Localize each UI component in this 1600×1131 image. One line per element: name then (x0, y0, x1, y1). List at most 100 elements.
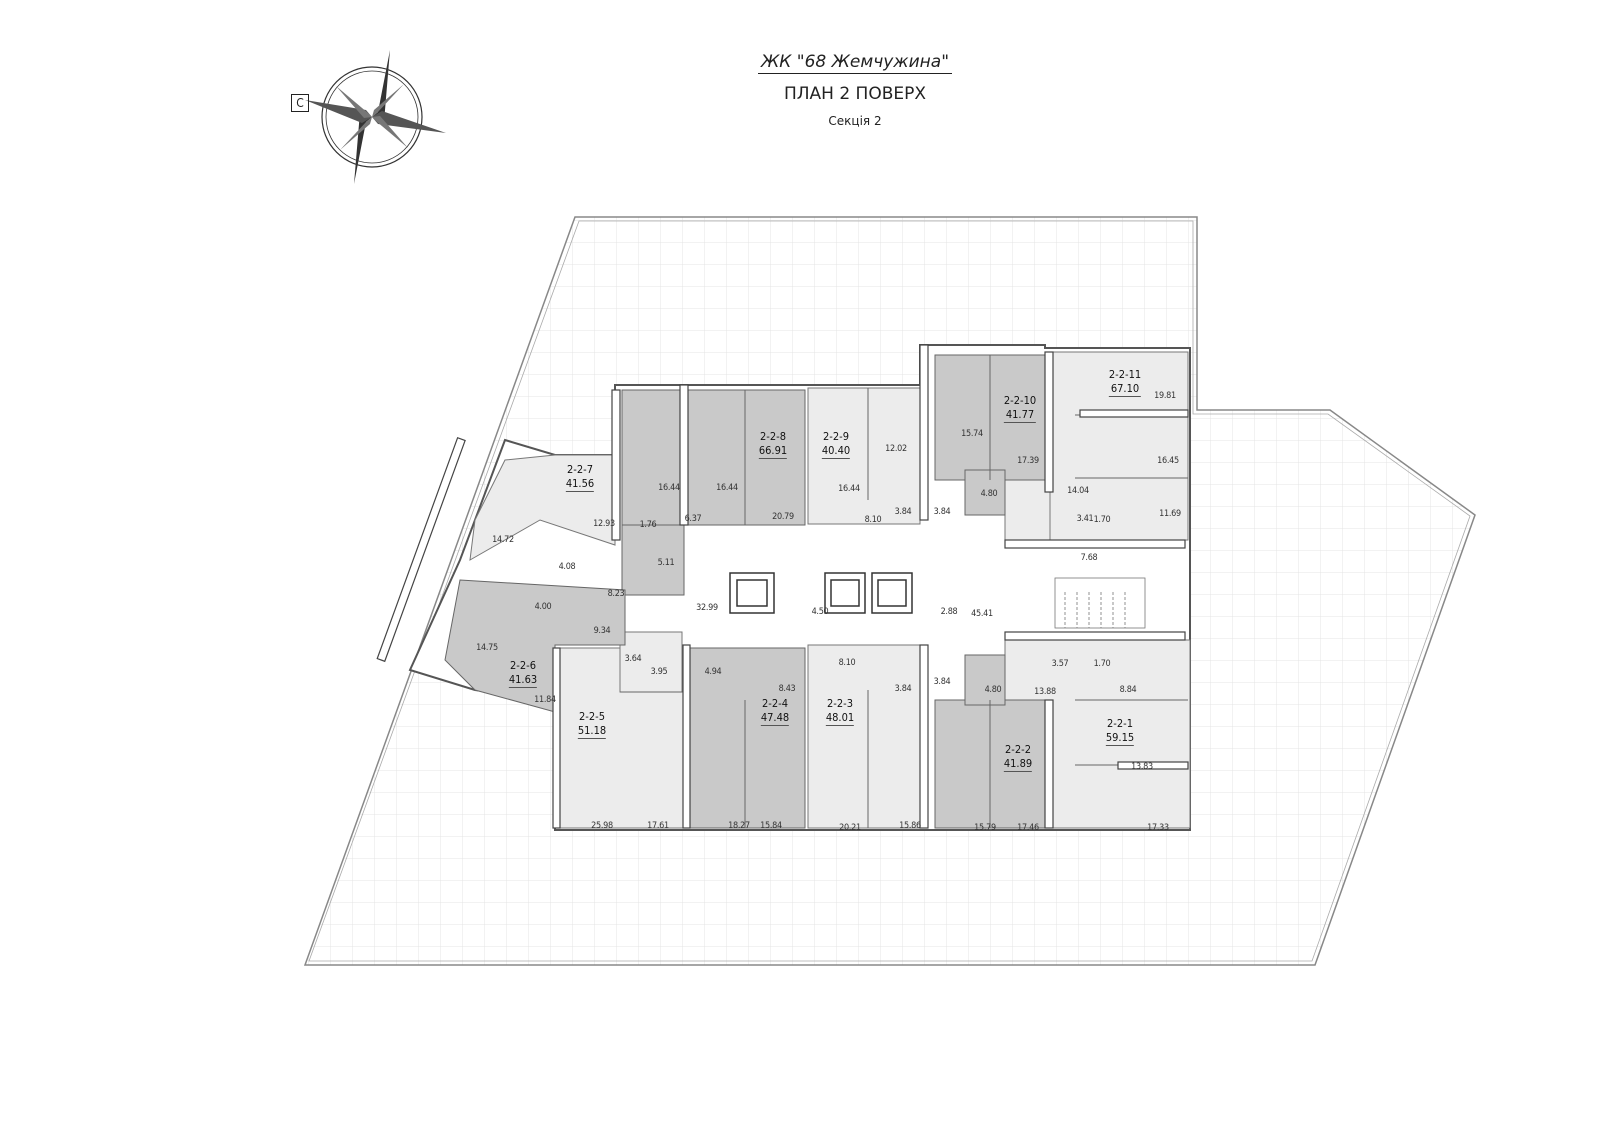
room-area: 8.10 (838, 658, 856, 668)
room-area: 25.98 (591, 821, 613, 831)
apartment-number: 2-2-2 (1004, 743, 1032, 756)
room-area: 4.80 (984, 685, 1002, 695)
room-area: 3.84 (894, 684, 912, 694)
apartment-area: 48.01 (825, 711, 855, 726)
apartment-area: 40.40 (821, 444, 851, 459)
apartment-number: 2-2-11 (1108, 368, 1142, 381)
room-area: 6.37 (684, 514, 702, 524)
room-area: 12.93 (593, 519, 615, 529)
room-area: 4.94 (704, 667, 722, 677)
apartment-2-2-7 (469, 454, 616, 561)
room-area: 16.44 (716, 483, 738, 493)
room-area: 3.64 (624, 654, 642, 664)
room-area: 4.50 (811, 607, 829, 617)
apartment-area: 41.63 (508, 673, 538, 688)
apartment-number: 2-2-7 (566, 463, 594, 476)
room-area: 5.11 (657, 558, 675, 568)
room-area: 45.41 (971, 609, 993, 619)
room-area: 3.41 (1076, 514, 1094, 524)
room-area: 32.99 (696, 603, 718, 613)
room-area: 3.95 (650, 667, 668, 677)
apartment-area: 66.91 (758, 444, 788, 459)
elevators (729, 572, 913, 614)
compass-rose-icon (305, 50, 446, 184)
apartment-2-2-10 (934, 354, 1048, 481)
room-area: 2.88 (940, 607, 958, 617)
room-area: 16.44 (838, 484, 860, 494)
room-area: 14.04 (1067, 486, 1089, 496)
apartment-area: 67.10 (1108, 382, 1142, 397)
room-area: 20.21 (839, 823, 861, 833)
room-area: 4.80 (980, 489, 998, 499)
room-area: 1.70 (1093, 659, 1111, 669)
room-area: 17.46 (1017, 823, 1039, 833)
section-title: Секція 2 (828, 114, 882, 128)
apartment-area: 51.18 (577, 724, 607, 739)
room-area: 19.81 (1154, 391, 1176, 401)
complex-title: ЖК "68 Жемчужина" (0, 52, 1600, 74)
room-area: 9.34 (593, 626, 611, 636)
room-area: 15.86 (899, 821, 921, 831)
room-area: 11.69 (1159, 509, 1181, 519)
room-area: 15.79 (974, 823, 996, 833)
room-area: 3.57 (1051, 659, 1069, 669)
apartment-number: 2-2-8 (759, 430, 787, 443)
apartment-area: 41.89 (1003, 757, 1033, 772)
apartment-number: 2-2-10 (1003, 394, 1037, 407)
room-area: 13.83 (1131, 762, 1153, 772)
room-area: 15.84 (760, 821, 782, 831)
room-area: 4.00 (534, 602, 552, 612)
room-area: 16.45 (1157, 456, 1179, 466)
room-area: 8.43 (778, 684, 796, 694)
room-area: 1.76 (639, 520, 657, 530)
room-area: 3.84 (933, 507, 951, 517)
room-area: 14.72 (492, 535, 514, 545)
room-area: 18.27 (728, 821, 750, 831)
room-area: 1.70 (1093, 515, 1111, 525)
room-area: 15.74 (961, 429, 983, 439)
apartment-number: 2-2-4 (761, 697, 789, 710)
room-area: 8.10 (864, 515, 882, 525)
apartment-number: 2-2-9 (822, 430, 850, 443)
room-area: 17.33 (1147, 823, 1169, 833)
apartment-2-2-8 (621, 389, 806, 526)
room-area: 3.84 (933, 677, 951, 687)
apartment-2-2-3 (807, 644, 921, 829)
room-area: 13.88 (1034, 687, 1056, 697)
room-area: 14.75 (476, 643, 498, 653)
room-area: 12.02 (885, 444, 907, 454)
north-indicator: С (291, 94, 309, 112)
room-area: 20.79 (772, 512, 794, 522)
apartment-area: 41.77 (1003, 408, 1037, 423)
apartment-number: 2-2-1 (1106, 717, 1134, 730)
room-area: 11.84 (534, 695, 556, 705)
staircase (1054, 577, 1146, 629)
apartment-area: 47.48 (760, 711, 790, 726)
room-area: 17.39 (1017, 456, 1039, 466)
room-area: 16.44 (658, 483, 680, 493)
room-area: 17.61 (647, 821, 669, 831)
apartment-number: 2-2-6 (509, 659, 537, 672)
room-area: 7.68 (1080, 553, 1098, 563)
plan-title: ПЛАН 2 ПОВЕРХ (783, 84, 927, 104)
apartment-area: 59.15 (1105, 731, 1135, 746)
room-area: 8.84 (1119, 685, 1137, 695)
apartment-2-2-11 (1047, 351, 1189, 541)
apartment-area: 41.56 (565, 477, 595, 492)
apartment-number: 2-2-3 (826, 697, 854, 710)
room-area: 3.84 (894, 507, 912, 517)
room-area: 8.23 (607, 589, 625, 599)
room-area: 4.08 (558, 562, 576, 572)
